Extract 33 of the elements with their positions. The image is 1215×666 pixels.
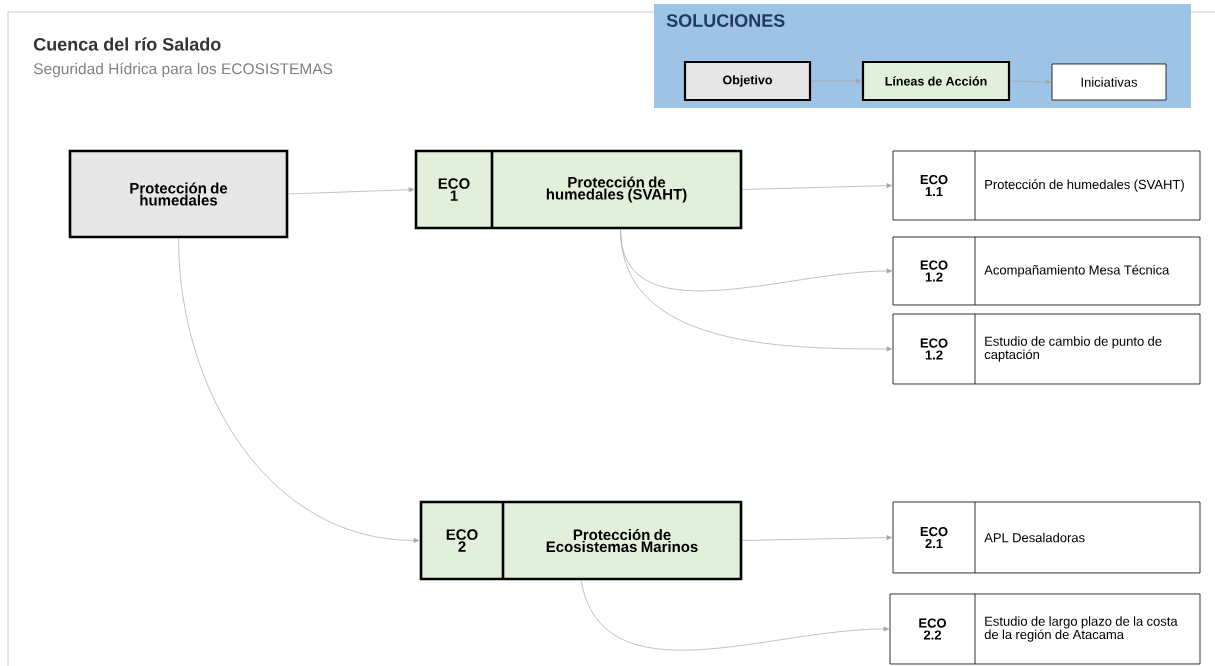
arrow — [741, 183, 893, 190]
arrow — [178, 237, 420, 543]
panel-heading: SOLUCIONES — [666, 14, 785, 27]
eco-code: ECO 2.2 — [919, 618, 947, 640]
initiative-text: Protección de humedales (SVAHT) — [985, 179, 1184, 192]
initiative-box — [892, 313, 1201, 385]
initiative-text: Acompañamiento Mesa Técnica — [984, 264, 1170, 278]
title: Cuenca del río Salado — [33, 37, 221, 51]
eco-code: ECO 2.1 — [920, 526, 948, 548]
arrow — [580, 579, 890, 651]
arrow — [287, 187, 415, 195]
objective-box: Objetivo — [683, 60, 812, 102]
initiative-text: Estudio de cambio de punto de captación — [984, 336, 1162, 362]
eco-code: ECO 1.2 — [920, 338, 948, 360]
eco-code: ECO 1.2 — [920, 260, 948, 282]
eco-code: ECO 2 — [446, 529, 478, 552]
arrow — [620, 228, 893, 352]
eco-code: ECO 1 — [438, 178, 470, 201]
arrow — [810, 78, 862, 84]
initiative-box: Iniciativas — [1051, 63, 1167, 101]
arrow — [1009, 79, 1052, 85]
arrow — [741, 535, 893, 541]
initiative-text: Estudio de largo plazo de la costa de la región de Atacama — [984, 616, 1178, 642]
action-line-text: Protección de humedales (SVAHT) — [546, 176, 687, 203]
action-line-text: Protección de Ecosistemas Marinos — [546, 528, 698, 553]
objective-box: Protección de humedales — [68, 149, 289, 239]
initiative-box — [889, 593, 1201, 665]
initiative-box — [892, 150, 1201, 221]
initiative-box — [892, 236, 1201, 306]
initiative-text: APL Desaladoras — [984, 532, 1085, 543]
eco-code: ECO 1.1 — [920, 174, 948, 197]
initiative-box — [892, 501, 1201, 574]
subtitle: Seguridad Hídrica para los ECOSISTEMAS — [33, 62, 333, 78]
